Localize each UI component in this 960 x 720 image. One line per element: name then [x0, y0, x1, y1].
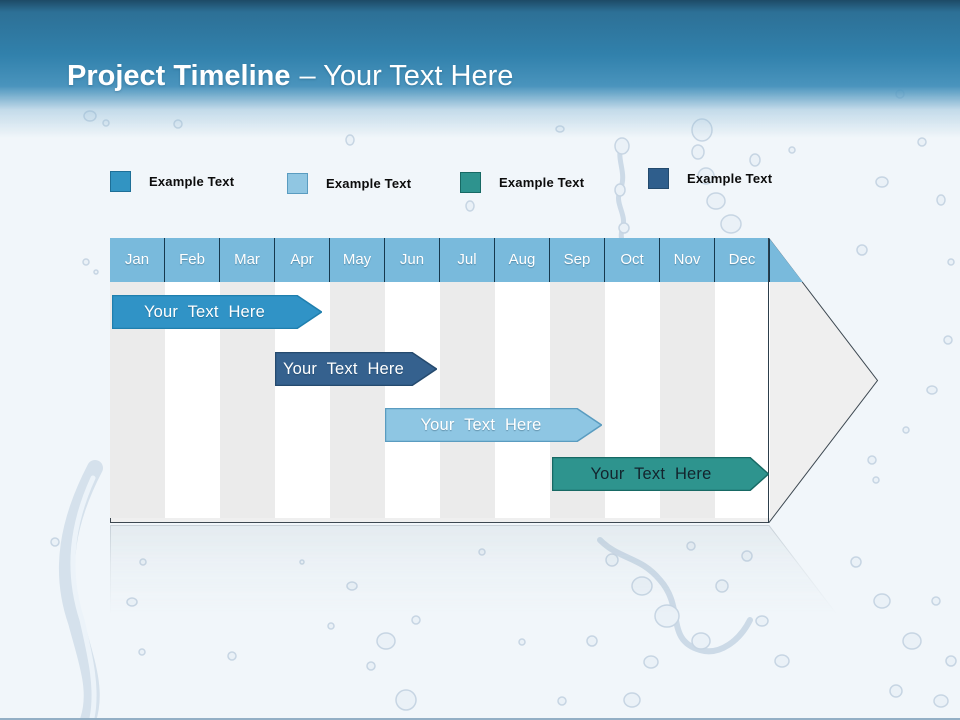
bar-shape [385, 408, 602, 442]
month-cell: Mar [220, 238, 275, 282]
column-stripe [440, 282, 495, 518]
month-cell: Jan [110, 238, 165, 282]
month-cell: Jun [385, 238, 440, 282]
column-stripe [495, 282, 550, 518]
gantt-bar-4[interactable]: Your Text Here [552, 457, 769, 491]
bar-shape [275, 352, 437, 386]
month-cell: Nov [660, 238, 715, 282]
legend-label: Example Text [499, 175, 585, 190]
bar-shape-path [552, 457, 769, 491]
bar-shape-path [275, 352, 437, 386]
timeline-reflection [110, 525, 879, 620]
month-cell: Feb [165, 238, 220, 282]
legend-label: Example Text [687, 171, 773, 186]
page-title-bold: Project Timeline [67, 60, 291, 92]
legend-item[interactable]: Example Text [460, 172, 584, 193]
column-stripe [385, 282, 440, 518]
page-title[interactable]: Project Timeline– Your Text Here [67, 60, 513, 93]
legend-swatch [287, 173, 308, 194]
bar-shape [552, 457, 769, 491]
gantt-bar-2[interactable]: Your Text Here [275, 352, 437, 386]
gantt-bar-1[interactable]: Your Text Here [112, 295, 322, 329]
timeline-content: Jan Feb Mar Apr May Jun Jul Aug Sep Oct … [110, 238, 878, 523]
month-column-stripes [110, 282, 770, 518]
legend-swatch [648, 168, 669, 189]
legend-label: Example Text [326, 176, 412, 191]
legend-swatch [110, 171, 131, 192]
gantt-bar-3[interactable]: Your Text Here [385, 408, 602, 442]
timeline-arrow: Jan Feb Mar Apr May Jun Jul Aug Sep Oct … [110, 238, 879, 523]
arrowhead-divider-line [768, 238, 769, 523]
bar-label: Your Text Here [590, 465, 712, 483]
bar-shape-path [385, 408, 602, 442]
legend-item[interactable]: Example Text [287, 173, 411, 194]
slide-bottom-edge [0, 718, 960, 720]
month-cell: Oct [605, 238, 660, 282]
bar-shape-path [112, 295, 322, 329]
bar-label: Your Text Here [143, 303, 266, 321]
month-cell: Dec [715, 238, 770, 282]
column-stripe [330, 282, 385, 518]
bar-shape [112, 295, 322, 329]
month-cell: Sep [550, 238, 605, 282]
legend-item[interactable]: Example Text [648, 168, 772, 189]
month-header-row: Jan Feb Mar Apr May Jun Jul Aug Sep Oct … [110, 238, 878, 282]
bar-label: Your Text Here [282, 360, 405, 378]
month-cell: Jul [440, 238, 495, 282]
month-cell: Apr [275, 238, 330, 282]
legend-item[interactable]: Example Text [110, 171, 234, 192]
month-cell: Aug [495, 238, 550, 282]
bar-label: Your Text Here [420, 416, 542, 434]
page-title-light: – Your Text Here [299, 60, 514, 92]
legend-label: Example Text [149, 174, 235, 189]
legend-swatch [460, 172, 481, 193]
month-cell: May [330, 238, 385, 282]
